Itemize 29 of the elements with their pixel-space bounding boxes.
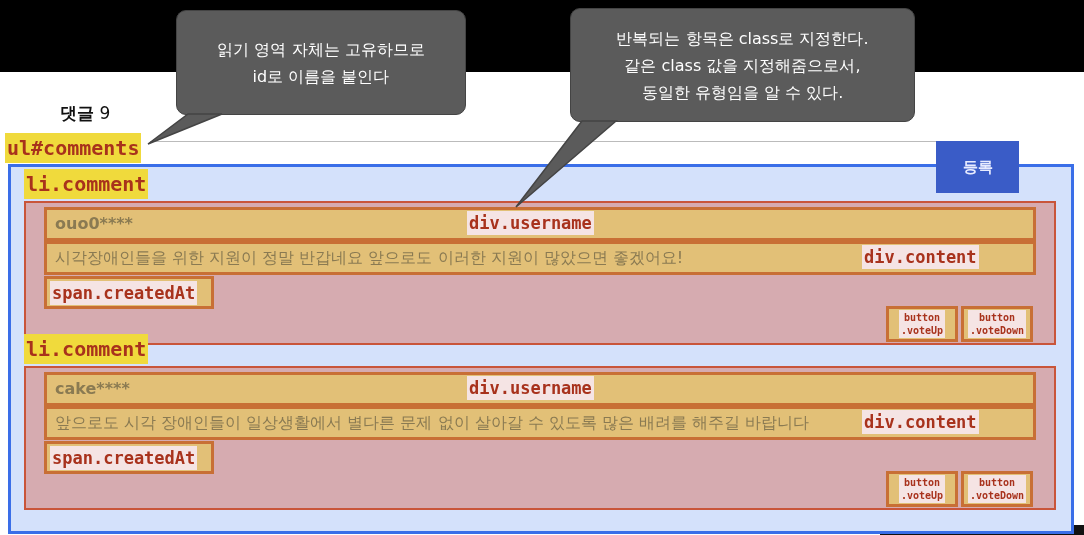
vote-button: button .voteUp	[886, 306, 958, 342]
tag-label: div.username	[467, 376, 594, 400]
callout-box: 읽기 영역 자체는 고유하므로 id로 이름을 붙인다	[176, 10, 466, 115]
content-row	[44, 241, 1036, 275]
date-row	[44, 276, 214, 309]
tag-label: li.comment	[24, 169, 149, 199]
date-row	[44, 441, 214, 474]
comment-text: 시각장애인들을 위한 지원이 정말 반갑네요 앞으로도 이러한 지원이 많았으면 좋겠어요!	[55, 248, 684, 269]
tag-label: div.username	[467, 211, 594, 235]
tag-label: ul#comments	[5, 133, 142, 163]
username-text: cake****	[55, 379, 130, 398]
tag-label: div.content	[862, 245, 979, 269]
callout-tail	[515, 120, 619, 208]
tag-label: span.createdAt	[50, 280, 198, 305]
username-text: ouo0****	[55, 214, 133, 233]
tag-label: span.createdAt	[50, 445, 198, 470]
comment-text: 앞으로도 시각 장애인들이 일상생활에서 별다른 문제 없이 살아갈 수 있도록 많은 배려를 해주길 바랍니다	[55, 413, 810, 434]
content-row	[44, 406, 1036, 440]
username-row	[44, 372, 1036, 406]
submit-button: 등록	[936, 141, 1019, 193]
callout-box: 반복되는 항목은 class로 지정한다. 같은 class 값을 지정해줌으로서, 동일한 유형임을 알 수 있다.	[570, 8, 915, 122]
username-row	[44, 207, 1036, 241]
tag-label: li.comment	[24, 334, 149, 364]
heading-text: 댓글 9	[60, 102, 111, 125]
vote-button: button .voteDown	[961, 471, 1033, 507]
tag-label: div.content	[862, 410, 979, 434]
callout-tail	[147, 113, 223, 145]
vote-button: button .voteUp	[886, 471, 958, 507]
vote-button: button .voteDown	[961, 306, 1033, 342]
